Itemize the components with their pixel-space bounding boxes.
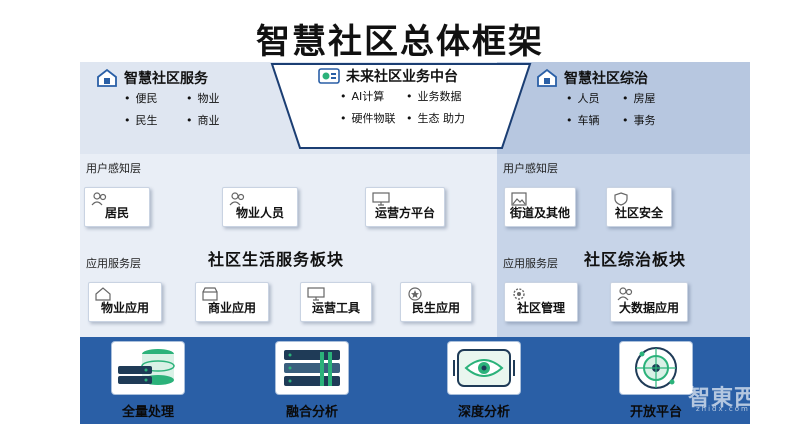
right-block-title: 社区综治板块 [584, 250, 687, 269]
list-item: 人员 [566, 88, 622, 110]
image-icon [511, 192, 527, 206]
list-item: 便民 [124, 88, 186, 110]
watermark-url: zhidx.com [696, 405, 750, 413]
house-icon [537, 68, 557, 87]
monitor-icon [372, 192, 390, 206]
house-icon [97, 68, 117, 87]
card-label: 民生应用 [411, 301, 460, 315]
left-header-title: 智慧社区服务 [124, 71, 208, 87]
watermark-logo: 智東西 [688, 386, 758, 411]
right-header-title: 智慧社区综治 [564, 71, 648, 87]
database-server-icon [118, 349, 175, 385]
user-icon [91, 192, 107, 206]
left-header-items: 便民物业 民生商业 [124, 88, 244, 132]
list-item: 商业 [186, 110, 220, 132]
left-service-layer-label: 应用服务层 [86, 257, 141, 270]
card-label: 居民 [104, 206, 129, 220]
card-street-other[interactable]: 街道及其他 [504, 187, 576, 227]
card-label: 社区管理 [516, 301, 565, 315]
right-perception-layer-label: 用户感知层 [503, 162, 558, 175]
list-item: 房屋 [622, 88, 656, 110]
list-item: 业务数据 [406, 86, 462, 108]
list-item: 车辆 [566, 110, 622, 132]
list-item: 民生 [124, 110, 186, 132]
card-label: 街道及其他 [509, 206, 570, 220]
fusion-analysis-label: 融合分析 [285, 405, 338, 420]
list-item: 生态 助力 [406, 108, 466, 130]
deep-analysis-label: 深度分析 [457, 405, 510, 420]
star-badge-icon [408, 287, 422, 301]
card-operator-platform[interactable]: 运营方平台 [365, 187, 445, 227]
left-block-title: 社区生活服务板块 [208, 250, 345, 269]
card-label: 物业人员 [235, 206, 284, 220]
list-item: 事务 [622, 110, 656, 132]
server-rack-icon [284, 350, 340, 386]
store-icon [202, 287, 218, 301]
card-label: 运营工具 [311, 301, 360, 315]
fusion-analysis-tile[interactable] [276, 342, 348, 394]
right-header: 智慧社区综治 [536, 68, 648, 88]
shield-icon [614, 192, 628, 206]
card-resident[interactable]: 居民 [84, 187, 150, 227]
monitor-icon [307, 287, 325, 301]
globe-network-icon [635, 347, 677, 389]
card-operation-tools[interactable]: 运营工具 [300, 282, 372, 322]
chart-card-icon [318, 68, 340, 84]
card-livelihood-app[interactable]: 民生应用 [400, 282, 472, 322]
card-label: 商业应用 [207, 301, 256, 315]
center-header: 未来社区业务中台 [318, 66, 458, 86]
eye-monitor-icon [453, 349, 515, 387]
right-header-items: 人员房屋 车辆事务 [566, 88, 686, 132]
card-label: 大数据应用 [618, 301, 679, 315]
list-item: AI计算 [340, 86, 406, 108]
list-item: 硬件物联 [340, 108, 406, 130]
card-label: 物业应用 [100, 301, 149, 315]
users-icon [229, 192, 245, 206]
open-platform-tile[interactable] [620, 342, 692, 394]
full-processing-label: 全量处理 [121, 405, 174, 420]
card-label: 社区安全 [614, 206, 663, 220]
card-big-data-app[interactable]: 大数据应用 [610, 282, 688, 322]
card-community-management[interactable]: 社区管理 [504, 282, 578, 322]
card-property-staff[interactable]: 物业人员 [222, 187, 298, 227]
full-processing-tile[interactable] [112, 342, 184, 394]
left-header: 智慧社区服务 [96, 68, 208, 88]
left-perception-layer-label: 用户感知层 [86, 162, 141, 175]
card-property-app[interactable]: 物业应用 [88, 282, 162, 322]
users-icon [617, 287, 633, 301]
home-icon [95, 287, 111, 301]
right-service-layer-label: 应用服务层 [503, 257, 558, 270]
deep-analysis-tile[interactable] [448, 342, 520, 394]
card-community-safety[interactable]: 社区安全 [606, 187, 672, 227]
open-platform-label: 开放平台 [629, 405, 682, 420]
center-header-items: AI计算业务数据 硬件物联生态 助力 [340, 86, 500, 130]
card-label: 运营方平台 [374, 206, 435, 220]
center-header-title: 未来社区业务中台 [346, 69, 458, 85]
page-title: 智慧社区总体框架 [256, 22, 544, 62]
gear-icon [513, 288, 525, 300]
list-item: 物业 [186, 88, 220, 110]
card-commerce-app[interactable]: 商业应用 [195, 282, 269, 322]
